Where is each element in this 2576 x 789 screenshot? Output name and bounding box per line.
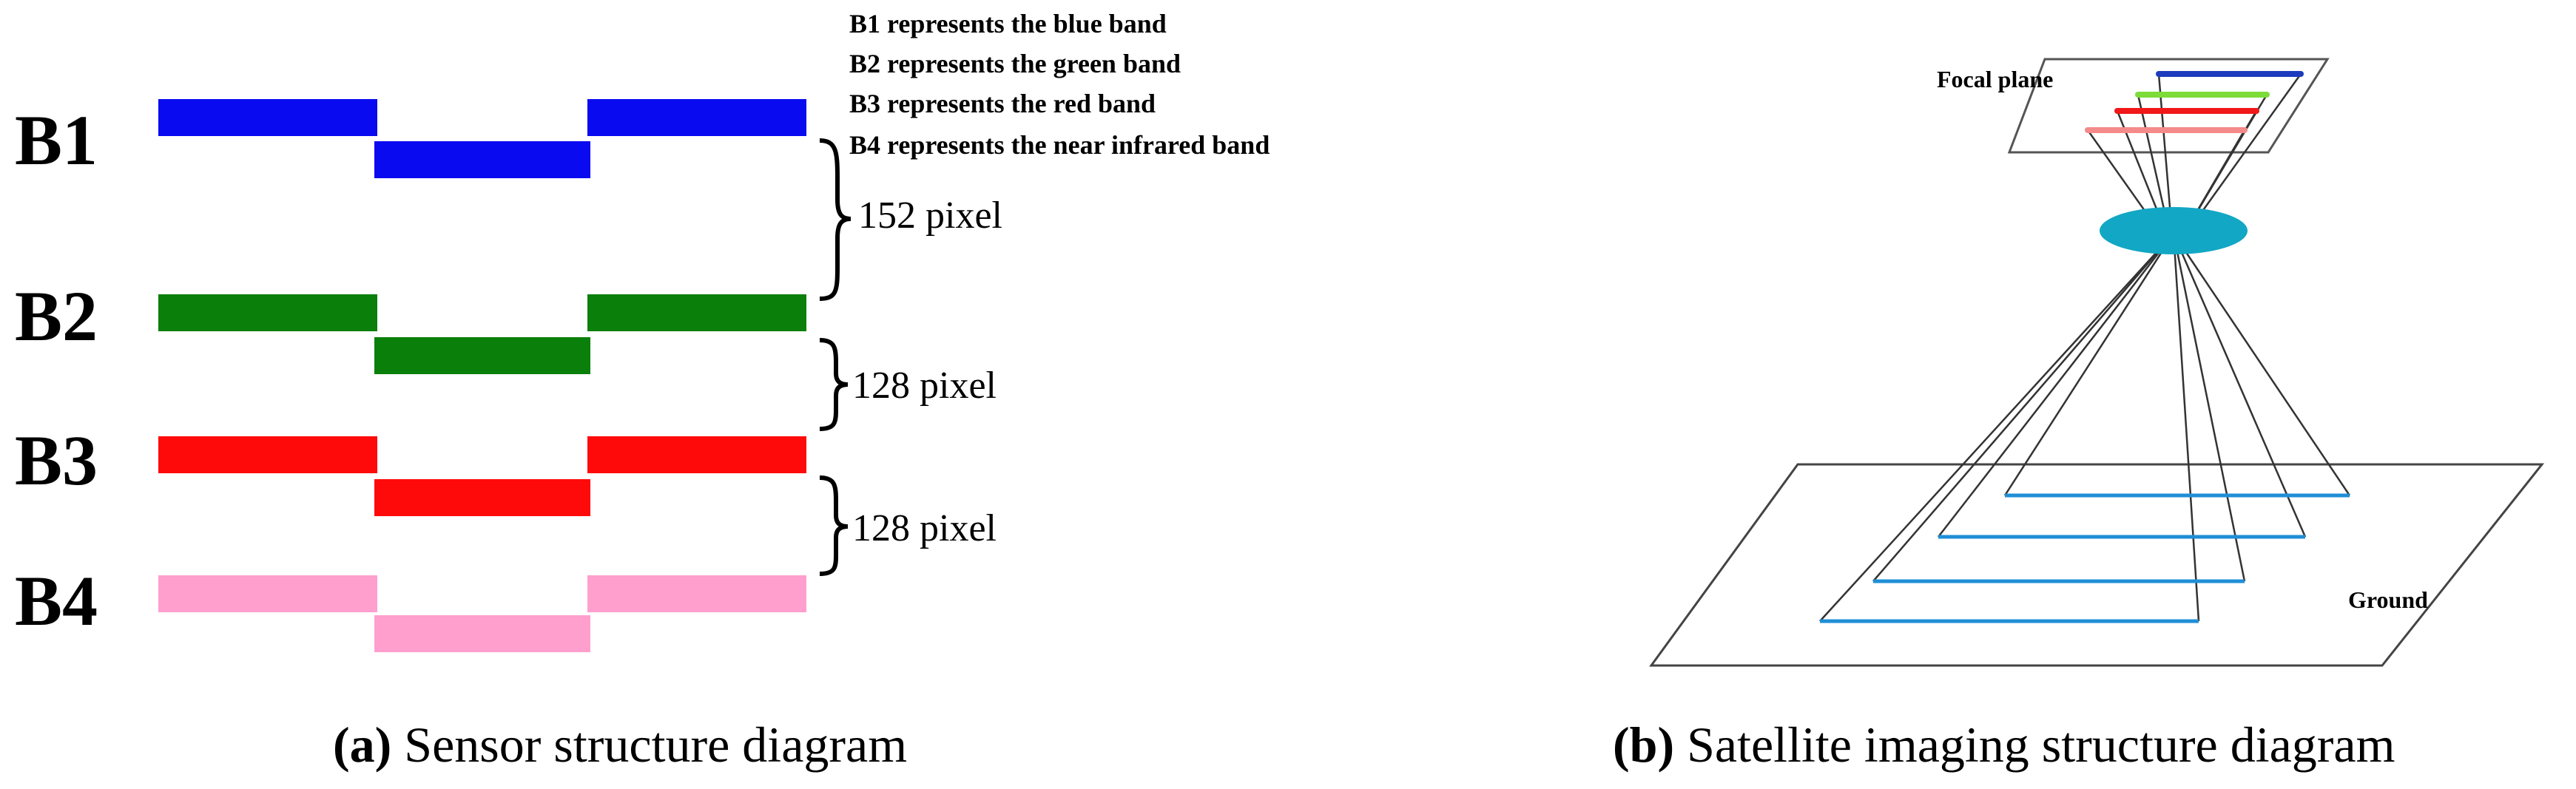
- b3-bar-left: [158, 436, 377, 473]
- b4-bar-right: [587, 575, 806, 612]
- b1-bar-left: [158, 99, 377, 136]
- caption-b: (b) Satellite imaging structure diagram: [1613, 717, 2395, 773]
- b2-bar-middle: [374, 337, 590, 374]
- b1-bar-middle: [374, 141, 590, 178]
- focal-plane: [2007, 58, 2330, 154]
- gap-label-b2-b3: 128 pixel: [852, 365, 997, 407]
- caption-b-tag: (b): [1613, 717, 1674, 773]
- b3-bar-middle: [374, 479, 590, 516]
- ground-footprint-lines: [1820, 493, 2350, 623]
- panel-a-sensor-diagram: B1 B2 B3 B4: [15, 9, 1270, 773]
- focal-plane-label: Focal plane: [1937, 66, 2053, 92]
- b4-bar-middle: [374, 615, 590, 652]
- legend-b2: B2 represents the green band: [849, 49, 1181, 78]
- caption-a-text: Sensor structure diagram: [391, 717, 907, 773]
- band-label-b2: B2: [15, 277, 98, 356]
- caption-b-text: Satellite imaging structure diagram: [1674, 717, 2395, 773]
- legend-b1: B1 represents the blue band: [849, 9, 1167, 38]
- ground-rays: [1819, 233, 2351, 622]
- band-label-b3: B3: [15, 421, 98, 500]
- band-label-b1: B1: [15, 101, 98, 180]
- band-b4-bars: [158, 575, 806, 652]
- legend-b3: B3 represents the red band: [849, 89, 1156, 118]
- ground-plane: [1649, 463, 2545, 667]
- panel-b-satellite-diagram: Focal plane Ground: [1613, 58, 2545, 773]
- band-b3-bars: [158, 436, 806, 516]
- lens-ellipse: [2100, 207, 2248, 254]
- ground-label: Ground: [2348, 586, 2428, 613]
- b3-bar-right: [587, 436, 806, 473]
- band-b1-bars: [158, 99, 806, 178]
- band-b2-bars: [158, 294, 806, 374]
- focal-band-lines: [2085, 71, 2304, 133]
- band-label-b4: B4: [15, 561, 98, 640]
- caption-a-tag: (a): [333, 717, 391, 773]
- b4-bar-left: [158, 575, 377, 612]
- b2-bar-right: [587, 294, 806, 331]
- brace-128-a: [819, 338, 849, 431]
- caption-a: (a) Sensor structure diagram: [333, 717, 907, 773]
- legend-b4: B4 represents the near infrared band: [849, 130, 1270, 160]
- brace-128-b: [819, 475, 849, 576]
- b1-bar-right: [587, 99, 806, 136]
- gap-label-b1-b2: 152 pixel: [858, 194, 1002, 237]
- gap-label-b3-b4: 128 pixel: [852, 507, 997, 549]
- b2-bar-left: [158, 294, 377, 331]
- brace-152: [819, 138, 852, 301]
